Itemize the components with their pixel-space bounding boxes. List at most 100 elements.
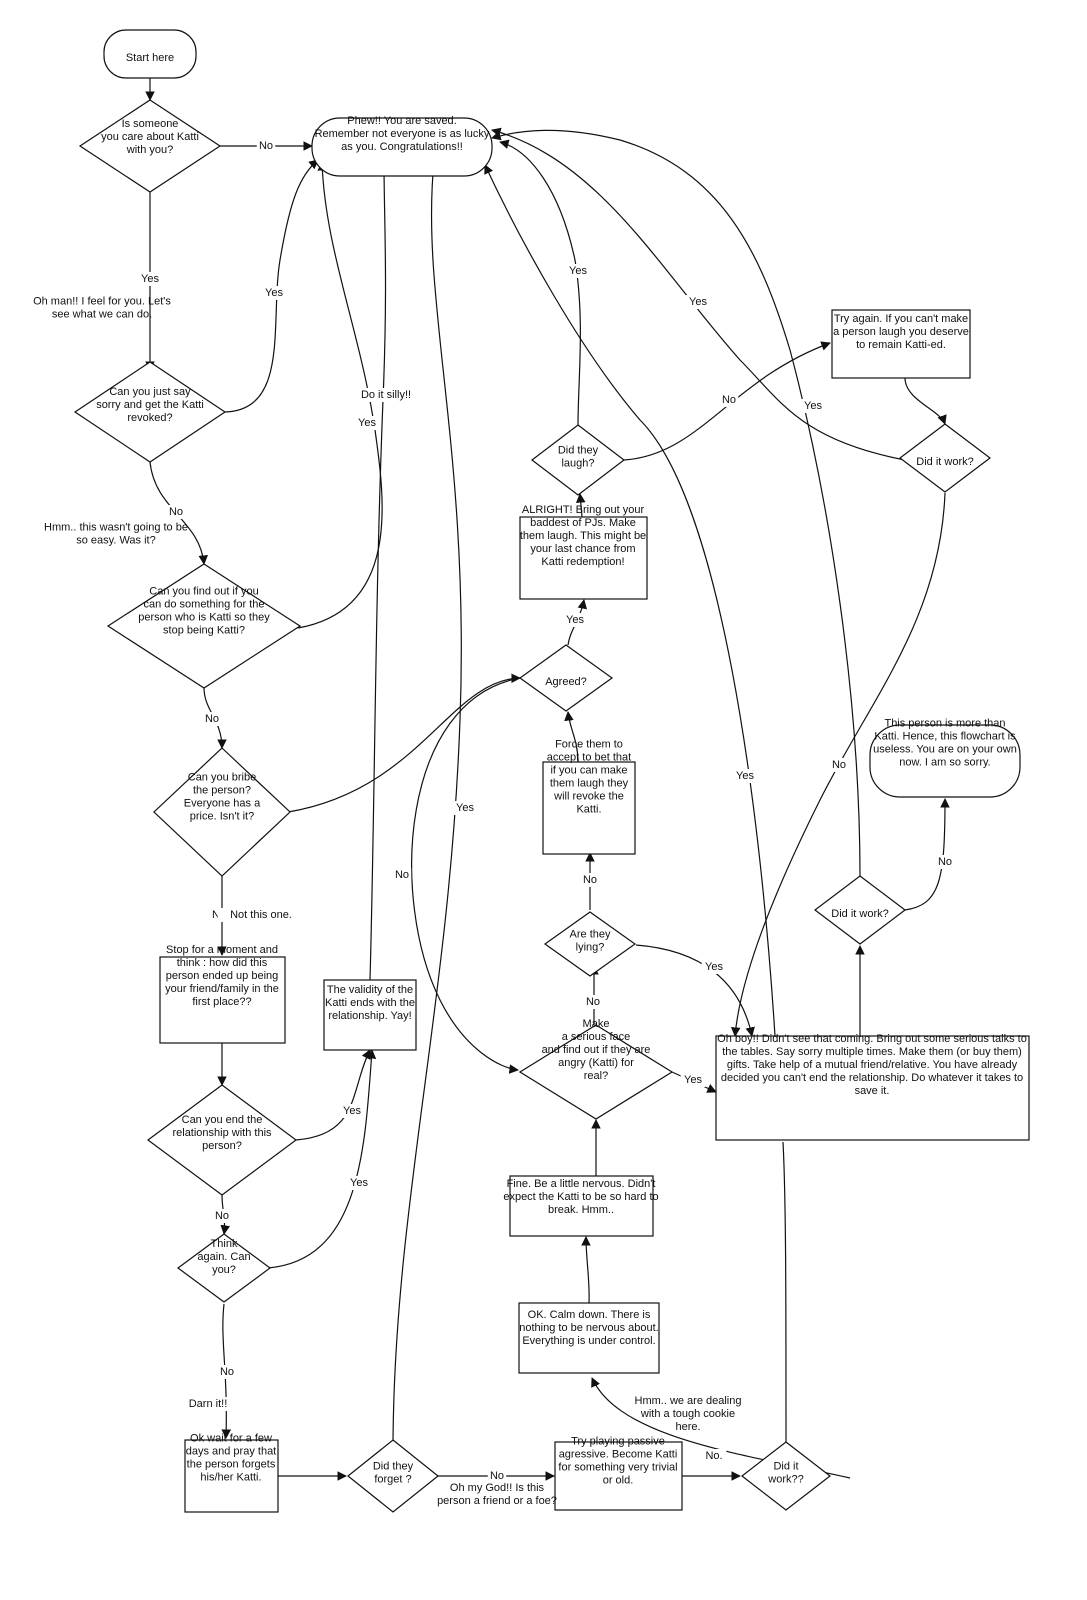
node-q-laugh [531, 424, 625, 496]
node-q-end [146, 1084, 298, 1196]
node-q-findout [106, 563, 302, 689]
node-q-agreed [518, 644, 614, 712]
label-end-no: No [215, 1210, 229, 1222]
label-bg-think-no [217, 1365, 237, 1379]
label-bg-end-no [212, 1209, 232, 1223]
label-bg-agreed-yes [562, 613, 588, 627]
label-bg-workmid-yes [800, 399, 826, 413]
label-bg-findout-do-it [342, 388, 430, 402]
node-q-work-top [899, 423, 991, 493]
node-q-bribe [153, 747, 291, 877]
text-q-work-mid: Did it work? [831, 908, 888, 920]
label-bg-laugh-no [719, 393, 739, 407]
label-workmid-yes: Yes [804, 400, 822, 412]
label-bg-sorry-yes [261, 286, 287, 300]
label-laugh-yes: Yes [569, 265, 587, 277]
label-bg-bottom-no [701, 1449, 727, 1463]
label-bg-findout-yes [354, 416, 380, 430]
label-darn: Darn it!! [189, 1398, 228, 1410]
text-ohboy: Oh boy!! Didn't see that coming. Bring o… [717, 1033, 1027, 1097]
node-nervous [509, 1175, 654, 1237]
edge-laugh-no [623, 341, 831, 461]
label-agreed-yes: Yes [566, 614, 584, 626]
text-start: Start here [126, 52, 174, 64]
label-bg-laugh-yes [565, 264, 591, 278]
node-q-think [176, 1233, 272, 1303]
label-lying-yes: Yes [705, 961, 723, 973]
edge-think-no [221, 1303, 232, 1439]
edge-worktop-no [730, 492, 946, 1037]
nodes [73, 29, 1030, 1513]
edge-alright-to-laugh [575, 493, 586, 518]
label-sorry-no: No [169, 506, 183, 518]
label-bg-end-yes [339, 1104, 365, 1118]
label-bg-agreed-no [392, 868, 412, 882]
node-stop-think [159, 956, 286, 1044]
edge-workmid-yes [491, 129, 861, 877]
label-bg-forget-no [487, 1469, 507, 1483]
edge-end-yes [295, 1049, 371, 1141]
label-lying-no: No [583, 874, 597, 886]
node-ohboy [715, 1035, 1030, 1141]
edge-forget-yes [392, 161, 462, 1441]
node-saved [311, 117, 493, 177]
label-bg-lying-no [580, 873, 600, 887]
label-findout-do-it: Do it silly!! [361, 389, 411, 401]
node-q-care [78, 99, 222, 193]
text-q-agreed: Agreed? [545, 676, 587, 688]
label-findout-no: No [205, 713, 219, 725]
edge-worktop-yes [491, 127, 906, 461]
node-calm [518, 1302, 660, 1374]
label-bg-workmid-no [935, 855, 955, 869]
node-q-forget [347, 1439, 439, 1513]
node-start [103, 29, 197, 79]
edge-ohboy-yes [484, 164, 776, 1037]
label-workmid-no: No [938, 856, 952, 868]
node-alright [519, 516, 648, 600]
label-think-yes: Yes [350, 1177, 368, 1189]
node-q-work-bottom [741, 1441, 831, 1511]
edge-validity-to-saved [369, 161, 389, 981]
text-saved: Phew!! You are saved.Remember not everyo… [315, 115, 490, 153]
label-bg-findout-no [202, 712, 222, 726]
label-bg-worktop-yes [685, 295, 711, 309]
label-serious-yes: Yes [684, 1074, 702, 1086]
label-bg-care-no [256, 139, 276, 153]
label-findout-yes: Yes [358, 417, 376, 429]
edge-bribe-yes [287, 673, 521, 813]
node-useless [869, 724, 1021, 798]
label-bg-worktop-no [829, 758, 849, 772]
label-ohboy-yes: Yes [736, 770, 754, 782]
label-bg-bribe-no-comment [217, 908, 305, 922]
node-validity [323, 979, 417, 1051]
label-bg-forget-yes [452, 801, 478, 815]
edge-calm-to-nervous [581, 1236, 591, 1304]
node-force [542, 761, 636, 855]
label-agreed-no: No [395, 869, 409, 881]
edge-workmid-no [904, 798, 950, 911]
